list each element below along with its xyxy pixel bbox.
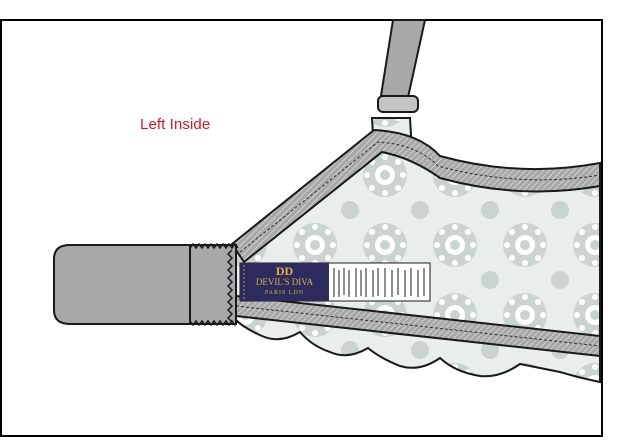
back-wing <box>53 242 239 327</box>
brand-name: DEVIL'S DIVA <box>255 277 314 287</box>
care-instructions-text <box>333 268 425 297</box>
brand-monogram: DD <box>275 264 294 278</box>
page-frame <box>0 19 603 437</box>
strap-adjuster <box>377 95 419 113</box>
shoulder-strap <box>378 19 427 103</box>
brand-subtitle: PARIS LDN <box>264 290 305 296</box>
neckline-elastic <box>230 128 601 264</box>
view-label: Left Inside <box>140 116 211 133</box>
brand-panel <box>240 263 329 301</box>
